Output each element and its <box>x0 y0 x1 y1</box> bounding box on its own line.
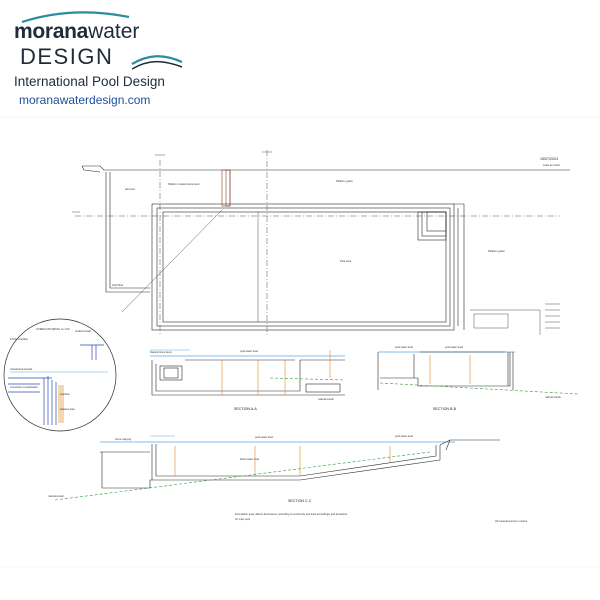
drawing-scale-note: scale as noted <box>543 163 560 167</box>
overflow-detail: OVERFLOW DETAIL sc 1:20 infinity overflo… <box>3 318 117 432</box>
svg-text:Uncoloured sample: Uncoloured sample <box>10 367 33 371</box>
logo-design-word: DESIGN <box>20 44 114 69</box>
svg-text:pool water level: pool water level <box>395 434 413 438</box>
section-b-label: SECTION B-B <box>433 407 457 411</box>
detail-title: OVERFLOW DETAIL sc 1:20 <box>36 327 70 331</box>
drawing-date: 15/07/2024 <box>540 157 558 161</box>
plan-view <box>72 150 570 335</box>
svg-text:for main pool: for main pool <box>235 517 250 521</box>
section-c-label: SECTION C-C <box>288 499 312 503</box>
svg-text:overflow: overflow <box>60 392 70 396</box>
svg-text:All measurements in meters: All measurements in meters <box>495 519 528 523</box>
svg-text:pool water level: pool water level <box>445 345 463 349</box>
logo-brand-bold: morana <box>14 20 89 43</box>
pool-inner-wall <box>156 207 451 327</box>
svg-text:shelf floor: shelf floor <box>112 283 123 287</box>
drawing-notes: Foundation level, ditions dimensions, ac… <box>235 512 528 523</box>
logo-tagline: International Pool Design <box>14 74 165 89</box>
svg-text:Pool area: Pool area <box>340 259 352 263</box>
svg-text:Deck water level: Deck water level <box>240 457 259 461</box>
company-logo <box>14 8 214 113</box>
svg-text:infinity overflow: infinity overflow <box>10 337 28 341</box>
svg-text:skimmer: skimmer <box>125 187 135 191</box>
svg-text:natural terrain: natural terrain <box>545 395 562 399</box>
svg-text:Foundation level, ditions dime: Foundation level, ditions dimensions, ac… <box>235 512 348 516</box>
plan-brick-channel <box>221 169 231 207</box>
pool-water-edge <box>162 211 447 323</box>
svg-text:Natural stone level: Natural stone level <box>150 350 172 354</box>
section-a: Natural stone level pool water level nat… <box>150 349 346 411</box>
svg-text:connection to backwash: connection to backwash <box>10 385 38 389</box>
logo-brand-light: water <box>88 20 140 43</box>
plan-annotations: Platform natural stone level Platform gr… <box>112 179 505 287</box>
pool-outer-wall <box>151 203 455 331</box>
svg-text:balance pipe: balance pipe <box>60 407 75 411</box>
svg-text:pool water level: pool water level <box>395 345 413 349</box>
logo-url-link[interactable]: moranawaterdesign.com <box>19 93 151 107</box>
svg-text:stone capping: stone capping <box>115 437 132 441</box>
section-c: stone capping pool water level pool wate… <box>48 434 500 503</box>
section-b: pool water level pool water level natura… <box>377 345 579 411</box>
svg-text:pool water level: pool water level <box>240 349 258 353</box>
logo-wordmark: moranawater <box>14 20 139 44</box>
svg-text:Platform grass: Platform grass <box>488 249 505 253</box>
svg-text:natural terrain: natural terrain <box>318 397 335 401</box>
section-a-label: SECTION A-A <box>234 407 257 411</box>
logo-wave-icon <box>21 11 183 70</box>
svg-text:pool water level: pool water level <box>255 435 273 439</box>
svg-text:Platform natural stone level: Platform natural stone level <box>168 182 200 186</box>
svg-text:Platform grass: Platform grass <box>336 179 353 183</box>
svg-text:natural terrain: natural terrain <box>48 494 65 498</box>
svg-text:rendered wall: rendered wall <box>75 329 91 333</box>
